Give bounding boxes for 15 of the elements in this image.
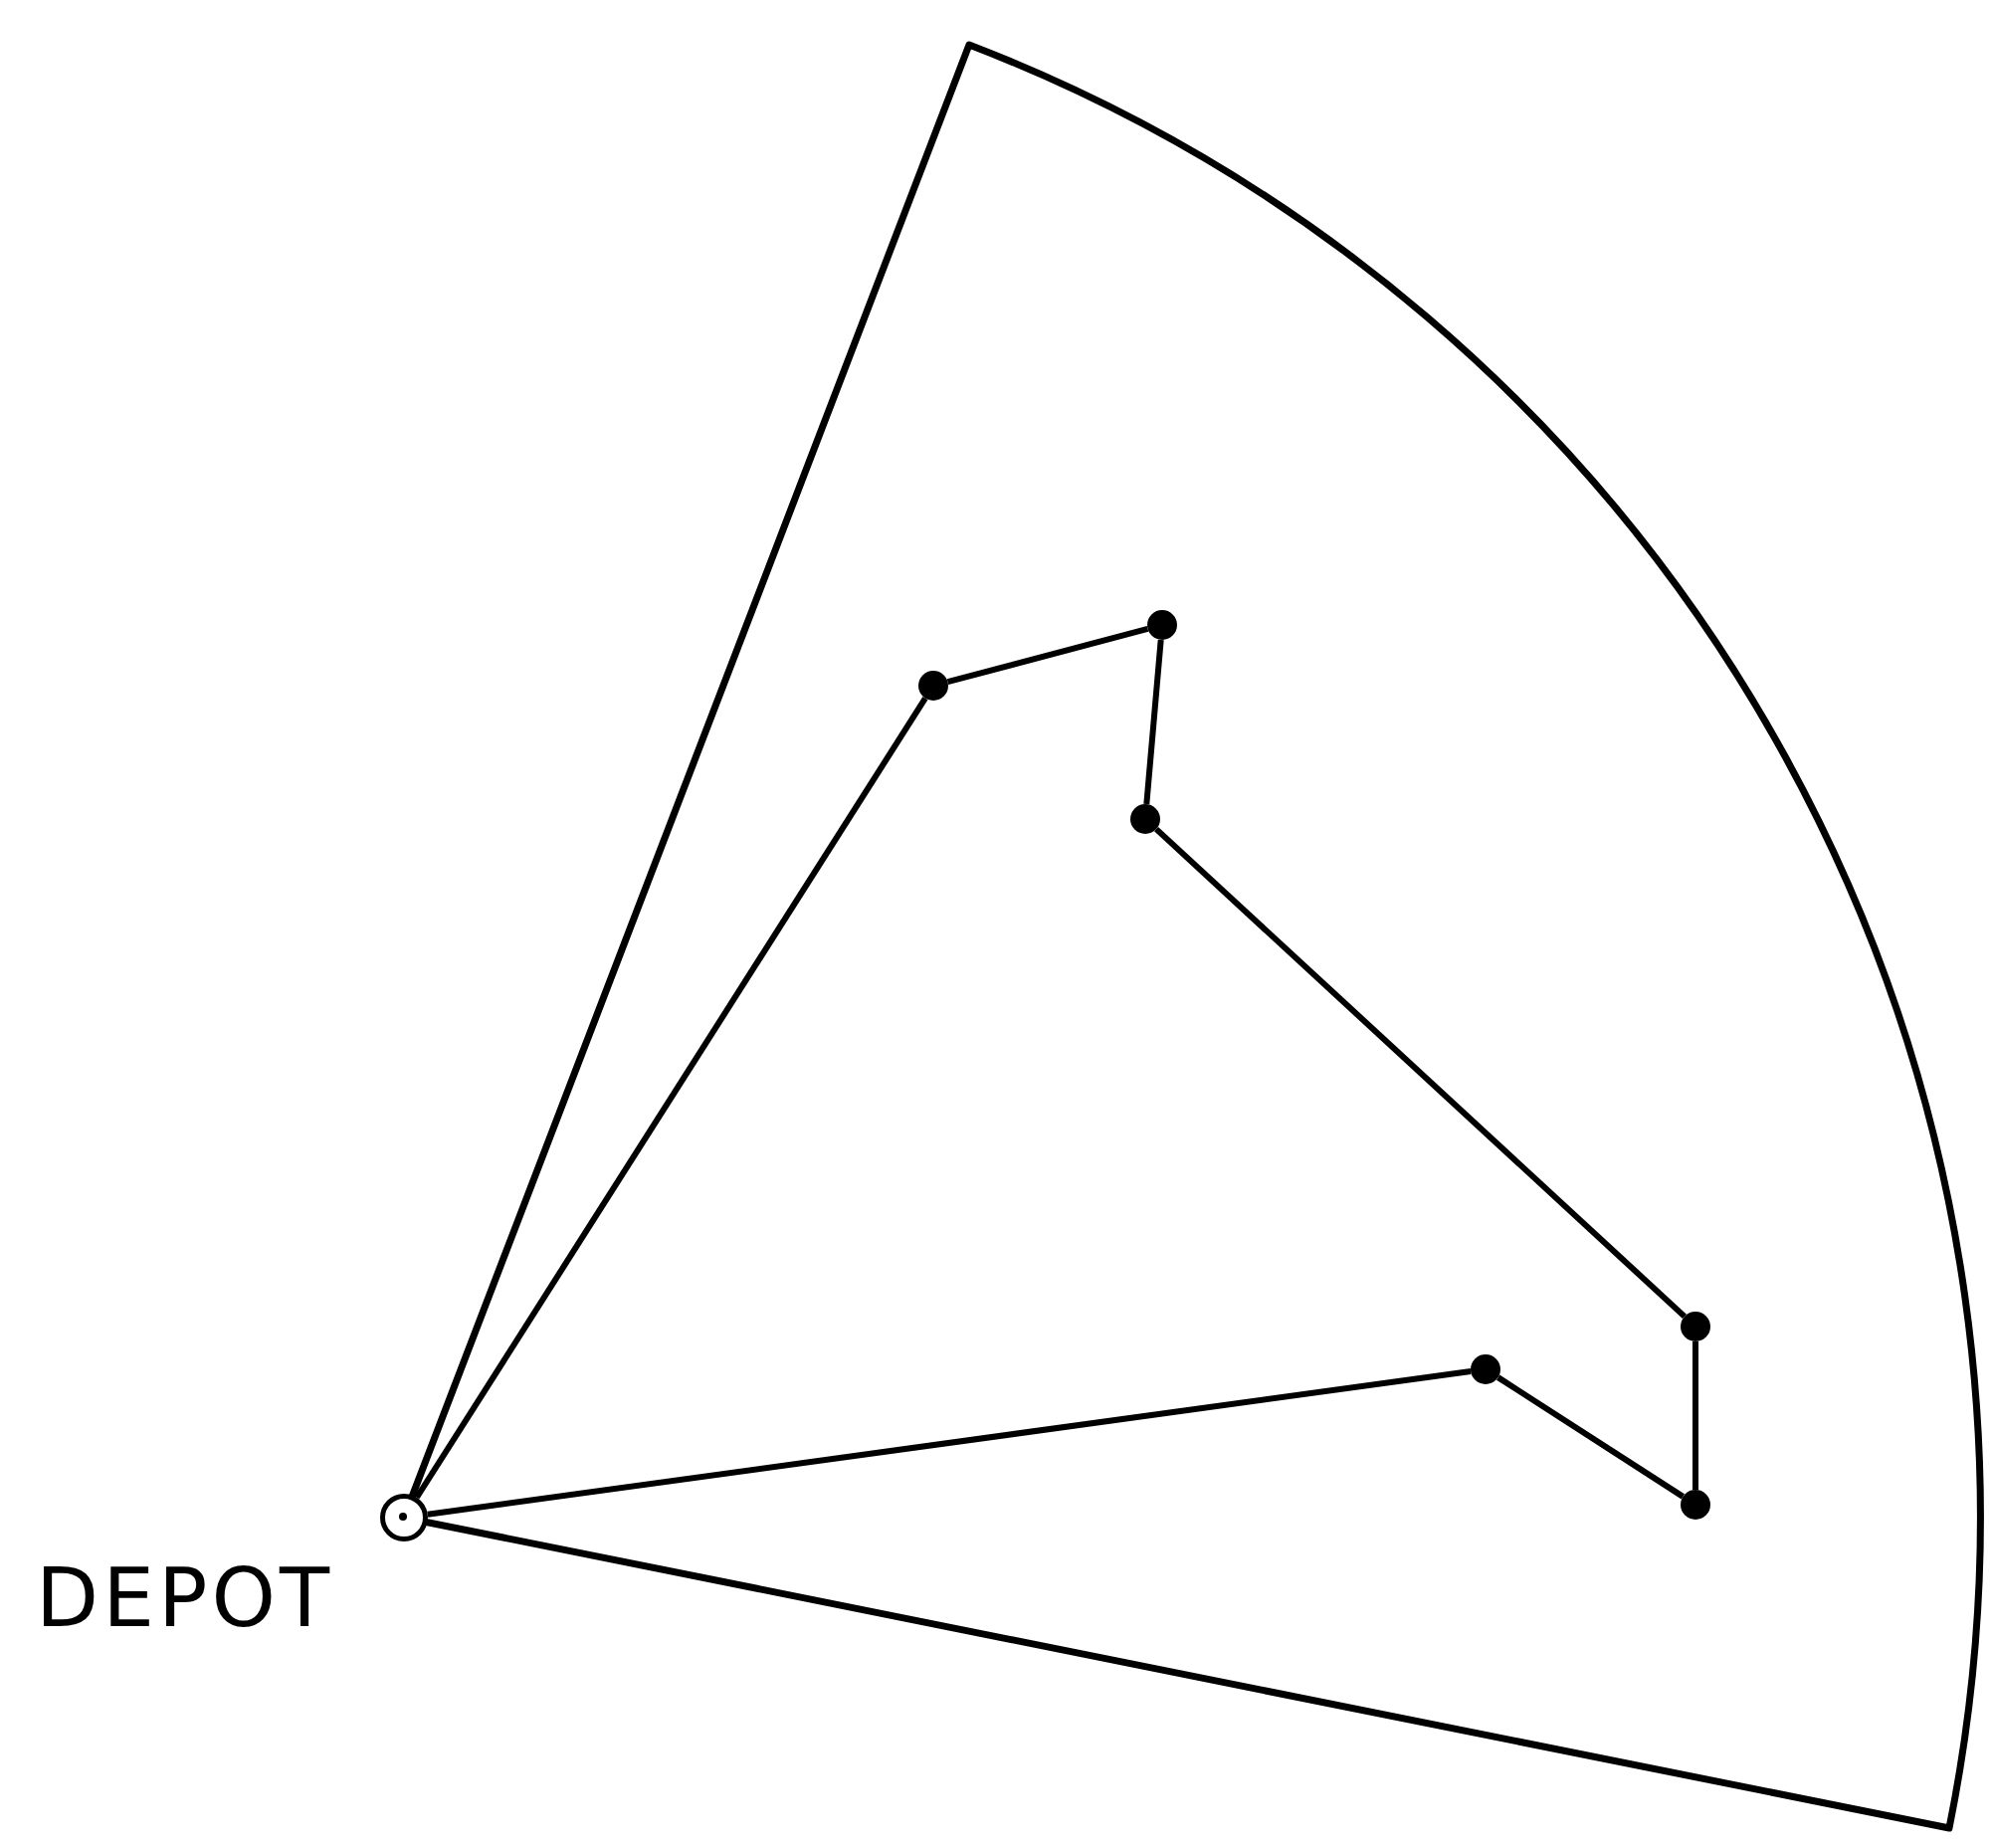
route-line [1692, 1341, 1698, 1490]
route-line [427, 1368, 1472, 1518]
depot-circle [380, 1494, 428, 1541]
stop-dot [1471, 1354, 1500, 1384]
route-line [1143, 639, 1164, 805]
stop-dot [1681, 1312, 1710, 1341]
stop-dot [1147, 610, 1177, 640]
stop-dot [1681, 1490, 1710, 1520]
stop-dot [918, 671, 948, 701]
route-line [414, 697, 928, 1500]
node-label: DEPOT [36, 1557, 334, 1639]
stop-dot [1130, 804, 1160, 834]
route-line [946, 625, 1149, 686]
route-line [1496, 1374, 1685, 1500]
route-line [1154, 826, 1687, 1320]
